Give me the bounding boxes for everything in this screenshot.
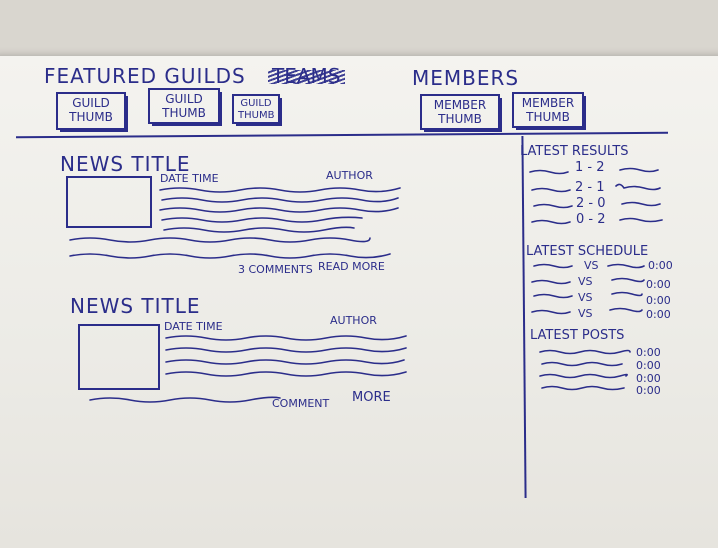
news-title[interactable]: NEWS TITLE <box>70 294 201 318</box>
result-score[interactable]: 2 - 0 <box>576 196 606 211</box>
guild-thumb-label: THUMB <box>69 110 113 124</box>
member-thumb-label: THUMB <box>438 112 482 126</box>
news-author[interactable]: AUTHOR <box>326 169 373 182</box>
paper-sheet <box>0 56 718 548</box>
comments-link[interactable]: 3 COMMENTS <box>238 263 313 276</box>
member-thumb-label: MEMBER <box>521 96 575 110</box>
schedule-time[interactable]: 0:00 <box>646 278 671 291</box>
member-thumb-label: THUMB <box>526 110 570 124</box>
member-thumb[interactable]: MEMBER THUMB <box>512 92 584 128</box>
guild-thumb[interactable]: GUILD THUMB <box>232 94 280 124</box>
featured-guilds-heading: FEATURED GUILDS <box>44 64 246 88</box>
schedule-vs: VS <box>578 307 593 320</box>
result-score[interactable]: 2 - 1 <box>575 180 605 195</box>
guild-thumb[interactable]: GUILD THUMB <box>148 88 220 124</box>
news-title[interactable]: NEWS TITLE <box>60 152 191 176</box>
schedule-team-lines <box>531 263 645 315</box>
crossed-out-word: TEAMS <box>268 64 344 88</box>
latest-schedule-heading: LATEST SCHEDULE <box>526 244 649 259</box>
guild-thumb-label: THUMB <box>238 110 275 121</box>
news-text-lines <box>165 335 407 377</box>
news-date: DATE TIME <box>160 172 219 185</box>
news-date: DATE TIME <box>164 320 223 333</box>
member-thumb-label: MEMBER <box>433 98 487 112</box>
comments-link[interactable]: COMMENT <box>272 397 330 410</box>
guild-thumb-label: GUILD <box>165 92 203 106</box>
guild-thumb-label: THUMB <box>162 106 206 120</box>
result-score[interactable]: 1 - 2 <box>575 160 605 175</box>
latest-posts-heading: LATEST POSTS <box>530 328 625 343</box>
post-time[interactable]: 0:00 <box>636 384 661 397</box>
members-heading: MEMBERS <box>412 66 520 90</box>
schedule-time[interactable]: 0:00 <box>646 294 671 307</box>
schedule-time[interactable]: 0:00 <box>648 259 673 272</box>
schedule-vs: VS <box>578 291 593 304</box>
news-text-lines <box>69 237 391 259</box>
news-image-placeholder <box>66 176 152 228</box>
schedule-vs: VS <box>578 275 593 288</box>
schedule-vs: VS <box>584 259 599 272</box>
post-time[interactable]: 0:00 <box>636 346 661 359</box>
post-title-lines <box>539 349 631 391</box>
news-author[interactable]: AUTHOR <box>330 314 377 327</box>
results-team-lines <box>529 167 663 225</box>
read-more-link[interactable]: MORE <box>352 390 391 405</box>
member-thumb[interactable]: MEMBER THUMB <box>420 94 500 130</box>
schedule-time[interactable]: 0:00 <box>646 308 671 321</box>
latest-results-heading: LATEST RESULTS <box>520 144 629 159</box>
post-time[interactable]: 0:00 <box>636 372 661 385</box>
read-more-link[interactable]: READ MORE <box>318 260 385 273</box>
news-text-lines <box>89 396 281 403</box>
post-time[interactable]: 0:00 <box>636 359 661 372</box>
news-text-lines <box>159 187 401 233</box>
news-image-placeholder <box>78 324 160 390</box>
guild-thumb[interactable]: GUILD THUMB <box>56 92 126 130</box>
guild-thumb-label: GUILD <box>72 96 110 110</box>
result-score[interactable]: 0 - 2 <box>576 212 606 227</box>
guild-thumb-label: GUILD <box>240 98 272 109</box>
